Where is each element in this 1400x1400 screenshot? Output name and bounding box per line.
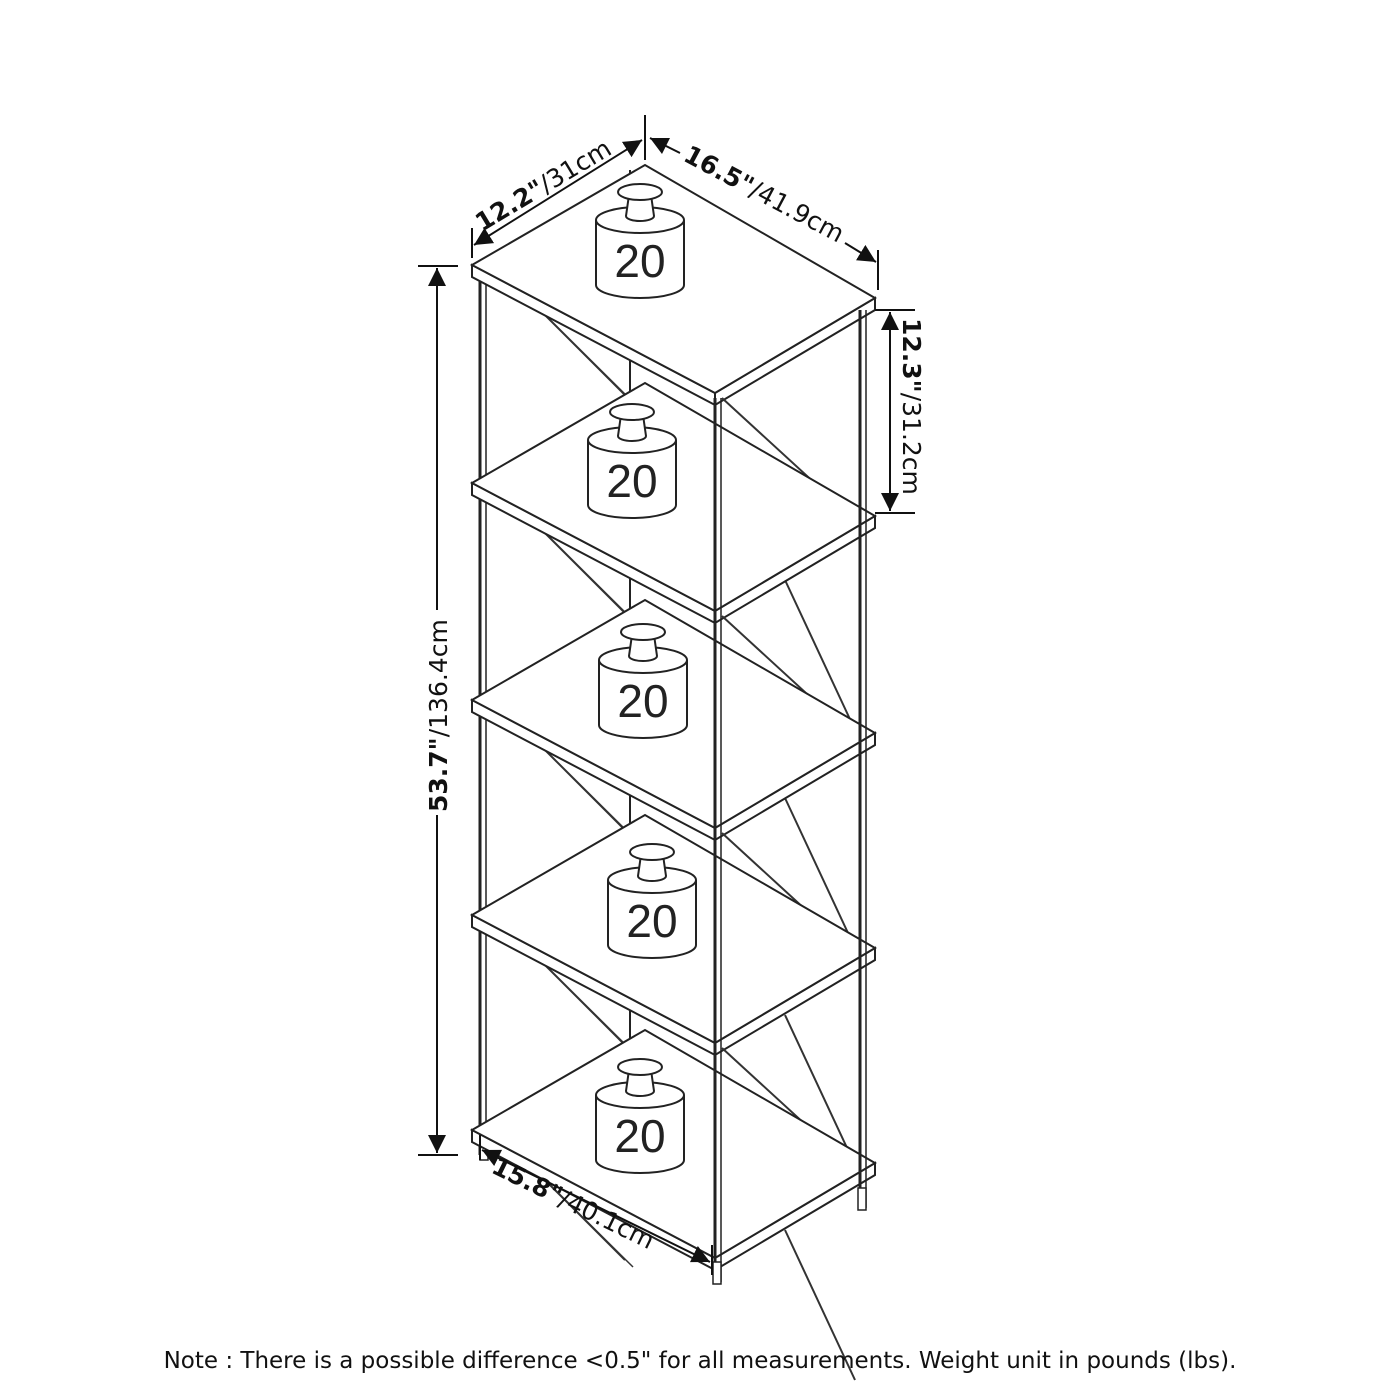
weight-knob <box>620 623 666 641</box>
depth-dimension <box>471 115 646 258</box>
weight-label: 20 <box>614 1110 665 1162</box>
shelf-5: 20 <box>469 1028 877 1272</box>
height-inch: 53.7" <box>424 737 453 812</box>
weight-label: 20 <box>617 675 668 727</box>
leg-foot <box>857 1187 867 1211</box>
weight-label: 20 <box>626 895 677 947</box>
weight-body <box>607 880 697 959</box>
leg-foot <box>712 1261 722 1285</box>
weight-body <box>587 440 677 519</box>
shelf-gap-dimension <box>875 309 915 514</box>
weight-body <box>598 660 688 739</box>
weight-icon: 20 <box>587 403 677 519</box>
weight-neck <box>624 1069 656 1097</box>
weight-knob <box>609 403 655 421</box>
weight-icon: 20 <box>607 843 697 959</box>
shelf-gap-inch: 12.3" <box>897 318 926 393</box>
side-brace <box>784 1229 856 1381</box>
measurement-note: Note : There is a possible difference <0… <box>163 1348 1237 1374</box>
height-dimension <box>418 265 458 1156</box>
weight-knob <box>617 1058 663 1076</box>
shelf-gap-cm: /31.2cm <box>897 393 926 495</box>
shelf-2: 20 <box>469 381 877 949</box>
cross-brace <box>547 317 634 403</box>
weight-icon: 20 <box>598 623 688 739</box>
weight-neck <box>616 414 648 442</box>
bottom-width-dimension <box>479 1135 713 1275</box>
side-brace <box>784 579 856 731</box>
weight-label: 20 <box>606 455 657 507</box>
cross-brace <box>547 535 634 621</box>
weight-label: 20 <box>614 235 665 287</box>
shelf-3: 20 <box>469 598 877 1166</box>
cross-brace <box>547 967 634 1053</box>
weight-neck <box>627 634 659 662</box>
weight-knob <box>617 183 663 201</box>
height-cm: /136.4cm <box>424 619 453 737</box>
width-dimension <box>649 137 879 290</box>
shelf-4: 20 <box>469 813 877 1381</box>
side-brace <box>784 1014 856 1166</box>
side-brace <box>784 797 856 949</box>
height-label: 53.7"/136.4cm <box>424 619 453 812</box>
weight-knob <box>629 843 675 861</box>
shelf-gap-label: 12.3"/31.2cm <box>897 318 926 495</box>
cross-brace <box>547 752 634 838</box>
weight-neck <box>636 854 668 882</box>
